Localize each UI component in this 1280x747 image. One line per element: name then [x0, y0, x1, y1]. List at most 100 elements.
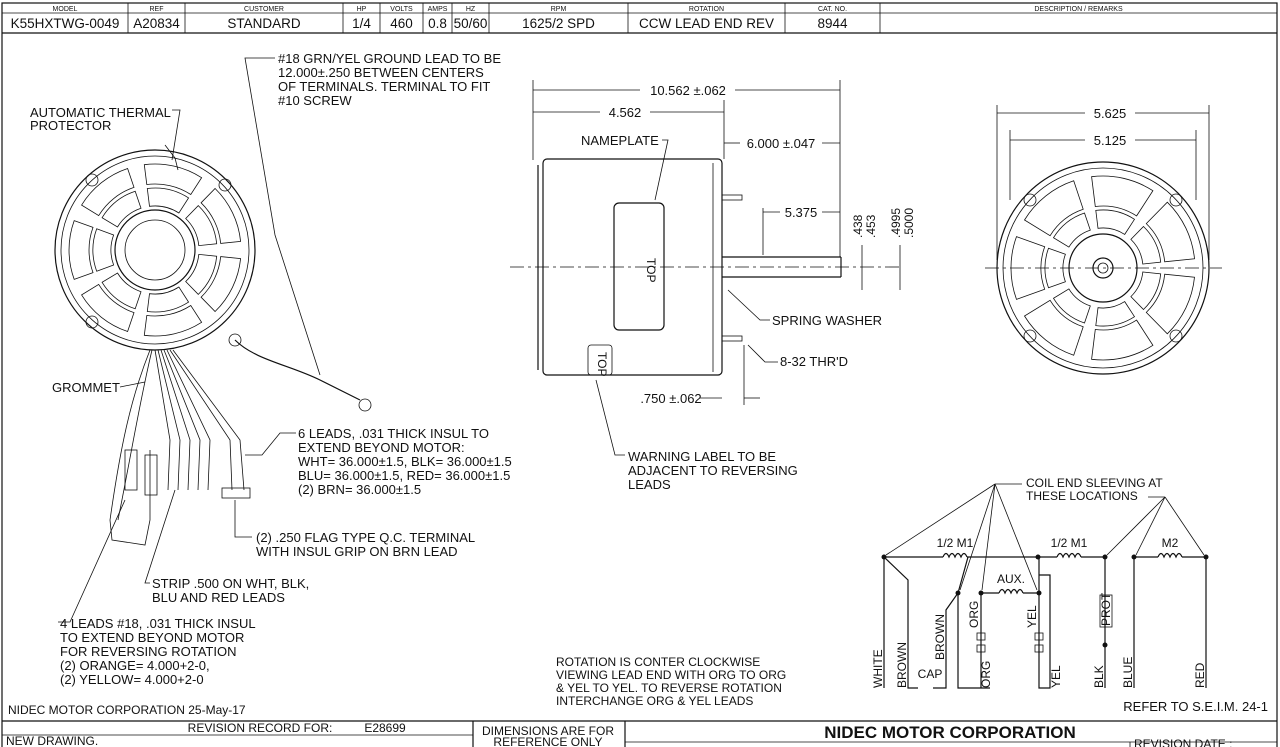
vent-slot	[200, 256, 242, 313]
vent-slot	[101, 272, 142, 310]
wiring-coils-2: AUX.	[997, 572, 1025, 586]
header-value: K55HXTWG-0049	[11, 16, 120, 31]
strip-note-line: STRIP .500 ON WHT, BLK,	[152, 576, 309, 591]
vent-slot	[200, 187, 242, 244]
vent-slot	[185, 205, 218, 247]
vent-slot	[1052, 212, 1091, 248]
header-value: A20834	[133, 16, 180, 31]
vent-slot	[68, 220, 94, 280]
four-leads-note-line: (2) YELLOW= 4.000+2-0	[60, 672, 204, 687]
dimensions-body_length: 4.562	[609, 105, 642, 120]
ground-lead-note-line: OF TERMINALS. TERMINAL TO FIT	[278, 79, 490, 94]
header-label: CAT. NO.	[818, 6, 847, 13]
vent-slot	[185, 253, 218, 295]
vent-slot	[81, 283, 135, 333]
header-value: STANDARD	[227, 16, 301, 31]
warning-label-note-line: WARNING LABEL TO BE	[628, 449, 776, 464]
wiring-coils-1: 1/2 M1	[1051, 536, 1088, 550]
wiring-coils-0: 1/2 M1	[937, 536, 974, 550]
flag-terminal-note-line: (2) .250 FLAG TYPE Q.C. TERMINAL	[256, 530, 475, 545]
vent-slot	[146, 187, 190, 214]
thermal-protector-label-line: PROTECTOR	[30, 118, 111, 133]
ground-lead-note-line: #10 SCREW	[278, 93, 352, 108]
header-label: ROTATION	[689, 6, 724, 13]
ground-lead-note-line: #18 GRN/YEL GROUND LEAD TO BE	[278, 51, 501, 66]
header-value: 0.8	[428, 16, 447, 31]
four-leads-note-line: 4 LEADS #18, .031 THICK INSUL	[60, 616, 256, 631]
wiring-prot: PROT	[1099, 592, 1113, 626]
warning-label-note-line: ADJACENT TO REVERSING	[628, 463, 798, 478]
vent-slot	[146, 286, 190, 313]
vent-slot	[1023, 180, 1084, 237]
dimensions-bolt_circle: 5.125	[1094, 133, 1127, 148]
opposite-end-view	[985, 105, 1222, 375]
vent-slot	[1052, 288, 1091, 324]
footer-refer: REFER TO S.E.I.M. 24-1	[1123, 699, 1268, 714]
four-leads-note-line: FOR REVERSING ROTATION	[60, 644, 236, 659]
vent-slot	[1095, 301, 1136, 327]
header-value: 460	[390, 16, 413, 31]
rotation-note-line: INTERCHANGE ORG & YEL LEADS	[556, 694, 753, 708]
dimensions-shaft_extension: 6.000 ±.047	[747, 136, 816, 151]
header-value: 1/4	[352, 16, 371, 31]
rotation-note-line: VIEWING LEAD END WITH ORG TO ORG	[556, 668, 786, 682]
wiring-diagram	[881, 483, 1209, 689]
wiring-leads-yel2: YEL	[1049, 665, 1063, 688]
spec-table: MODELK55HXTWG-0049REFA20834CUSTOMERSTAND…	[2, 3, 1277, 34]
dimensions-overall_length: 10.562 ±.062	[650, 83, 726, 98]
four-leads-note-line: TO EXTEND BEYOND MOTOR	[60, 630, 244, 645]
wiring-leads-white: WHITE	[871, 649, 885, 688]
six-leads-note-line: BLU= 36.000±1.5, RED= 36.000±1.5	[298, 468, 510, 483]
leader-lines	[58, 57, 321, 623]
six-leads-note-line: (2) BRN= 36.000±1.5	[298, 482, 421, 497]
vent-slot	[1010, 236, 1046, 300]
dimensions-stud_offset: .750 ±.062	[640, 391, 701, 406]
dimensions-shaft_dia-0: .4995	[889, 208, 903, 238]
dimensions-flat_dia-1: .453	[864, 214, 878, 238]
lead-end-view	[54, 144, 372, 546]
wiring-leads-blue: BLUE	[1121, 657, 1135, 688]
four-leads-note-line: (2) ORANGE= 4.000+2-0,	[60, 658, 210, 673]
dimensions-flat_dia-0: .438	[851, 214, 865, 238]
wiring-leads-red: RED	[1193, 662, 1207, 688]
vent-slot	[1091, 175, 1154, 217]
notes-thread: 8-32 THR'D	[780, 354, 848, 369]
notes-nameplate: NAMEPLATE	[581, 133, 659, 148]
vent-slot	[1145, 201, 1195, 263]
header-label: CUSTOMER	[244, 6, 284, 13]
wiring-leads-org1: ORG	[967, 601, 981, 628]
warning-label-note-line: LEADS	[628, 477, 671, 492]
wiring-leads-brown2: BROWN	[933, 614, 947, 660]
wiring-leads-blk: BLK	[1092, 665, 1106, 688]
vent-slot	[143, 163, 203, 196]
dimensions-note-line: REFERENCE ONLY	[493, 735, 602, 747]
footer-revision_record_id: E28699	[364, 721, 406, 735]
footer-revision_note: NEW DRAWING.	[6, 734, 98, 747]
rotation-note-line: ROTATION IS CONTER CLOCKWISE	[556, 655, 760, 669]
header-label: REF	[150, 6, 164, 13]
notes-top: TOP	[595, 352, 609, 376]
vent-slot	[92, 228, 115, 272]
strip-note-line: BLU AND RED LEADS	[152, 590, 285, 605]
notes-grommet: GROMMET	[52, 380, 120, 395]
header-label: HZ	[466, 6, 476, 13]
footer-company: NIDEC MOTOR CORPORATION	[824, 723, 1076, 742]
header-value: CCW LEAD END REV	[639, 16, 774, 31]
coil-end-sleeving-note-line: THESE LOCATIONS	[1026, 489, 1138, 503]
wiring-leads-brown1: BROWN	[895, 642, 909, 688]
header-label: VOLTS	[390, 6, 413, 13]
dimensions-shaft_dia-1: .5000	[902, 208, 916, 238]
footer-revision_record_label: REVISION RECORD FOR:	[188, 721, 333, 735]
dimensions-flat_length: 5.375	[785, 205, 818, 220]
notes-spring_washer: SPRING WASHER	[772, 313, 882, 328]
title-block	[2, 720, 1277, 747]
header-value: 8944	[817, 16, 848, 31]
footer-company_date: NIDEC MOTOR CORPORATION 25-May-17	[8, 703, 246, 717]
header-label: DESCRIPTION / REMARKS	[1034, 6, 1123, 13]
wiring-coils-3: M2	[1162, 536, 1179, 550]
header-value: 1625/2 SPD	[522, 16, 595, 31]
vent-slot	[1044, 247, 1066, 289]
wiring-leads-org2: ORG	[979, 661, 993, 688]
